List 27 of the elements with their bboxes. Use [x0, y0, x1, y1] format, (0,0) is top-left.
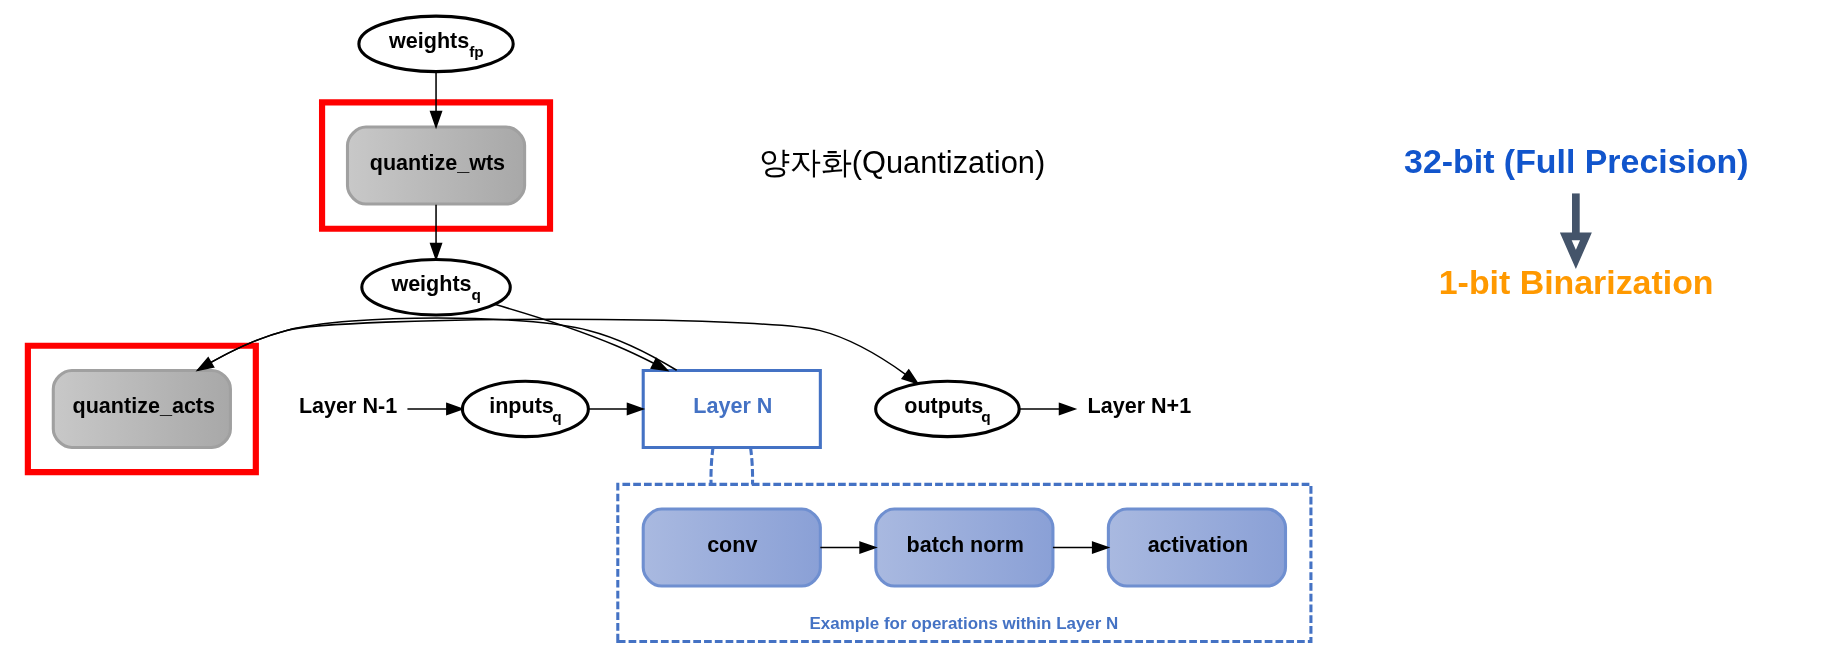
node-box: batch norm	[874, 507, 1055, 588]
node-text: 1-bit Binarization	[1438, 263, 1714, 302]
arrow	[429, 71, 443, 130]
cluster	[319, 99, 554, 232]
node-box: quantize_acts	[51, 368, 232, 449]
arrow	[493, 303, 670, 372]
arrow	[1019, 402, 1078, 416]
node-box: conv	[641, 507, 822, 588]
arrow	[587, 402, 646, 416]
arrow	[429, 203, 443, 262]
node-box: quantize_wts	[345, 125, 527, 206]
node-text: 32-bit (Full Precision)	[1404, 141, 1749, 180]
node-ellipse: weights$_{fp}$	[357, 14, 515, 74]
node-ellipse: outputs$_{q}$	[874, 379, 1021, 439]
label: 양자화(Quantization)	[758, 145, 1046, 181]
arrow	[406, 402, 465, 416]
connector	[749, 447, 755, 485]
node-box: Layer N	[641, 368, 822, 449]
cluster	[24, 342, 259, 476]
node-box: activation	[1106, 507, 1288, 588]
node-text: Layer N+1	[1087, 393, 1192, 419]
node-ellipse: weights$_{q}$	[360, 258, 512, 317]
node-text: Layer N-1	[298, 393, 398, 419]
arrow	[1052, 541, 1111, 555]
node-ellipse: inputs$_{q}$	[460, 379, 590, 439]
arrow	[819, 541, 878, 555]
connector	[709, 447, 715, 485]
